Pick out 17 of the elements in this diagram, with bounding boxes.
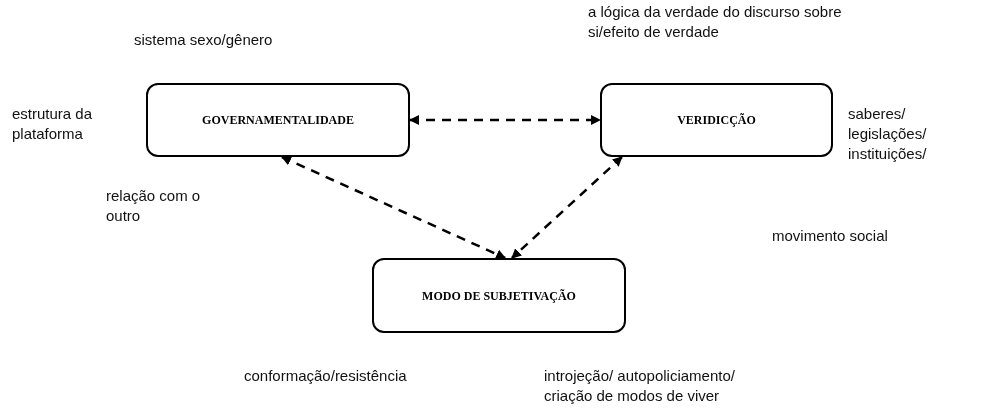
- rounded-box: [146, 83, 410, 157]
- rounded-box: [600, 83, 833, 157]
- annotation-text: movimento social: [772, 226, 889, 246]
- annotation-text: a lógica da verdade do discurso sobre si/efeito de verdade: [588, 2, 843, 42]
- annotation-text: introjeção/ autopoliciamento/ criação de modos de viver: [544, 366, 736, 406]
- annotation-text: saberes/ legislações/ instituições/: [848, 104, 928, 164]
- dashed-arrow: [281, 155, 506, 260]
- annotation-text: estrutura da plataforma: [12, 104, 94, 144]
- annotation-text: relação com o outro: [106, 186, 202, 226]
- dashed-arrow: [511, 156, 623, 259]
- annotation-text: conformação/resistência: [244, 366, 408, 386]
- node-label: MODO DE SUBJETIVAÇÃO: [422, 287, 576, 305]
- node-label: VERIDICÇÃO: [677, 112, 756, 129]
- node-label: GOVERNAMENTALIDADE: [202, 112, 354, 129]
- annotation-text: sistema sexo/gênero: [134, 30, 274, 50]
- rounded-box: [372, 258, 626, 333]
- dashed-arrow: [409, 115, 601, 125]
